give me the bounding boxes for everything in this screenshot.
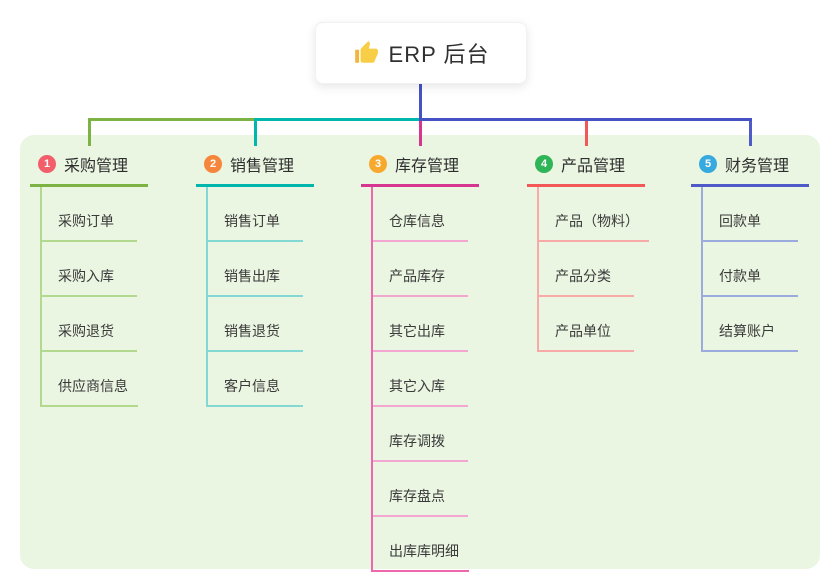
child-node[interactable]: 出库库明细 (371, 517, 469, 572)
mindmap-panel (20, 135, 820, 569)
child-label: 其它入库 (389, 378, 445, 394)
child-label: 采购入库 (58, 268, 114, 284)
child-node[interactable]: 供应商信息 (40, 352, 138, 407)
child-label: 付款单 (719, 268, 761, 284)
child-node[interactable]: 仓库信息 (371, 187, 468, 242)
root-title: ERP 后台 (388, 42, 490, 67)
branch-header[interactable]: 1 采购管理 (30, 148, 148, 187)
child-label: 客户信息 (224, 378, 280, 394)
child-label: 销售出库 (224, 268, 280, 284)
branch-header[interactable]: 3 库存管理 (361, 148, 479, 187)
child-node[interactable]: 采购入库 (40, 242, 137, 297)
child-label: 产品分类 (555, 268, 611, 284)
branch-drop-5 (749, 121, 752, 146)
child-label: 库存盘点 (389, 488, 445, 504)
child-node[interactable]: 库存盘点 (371, 462, 468, 517)
child-label: 销售退货 (224, 323, 280, 339)
branch-children: 销售订单 销售出库 销售退货 客户信息 (196, 187, 346, 407)
branch-trunk-line (371, 187, 373, 572)
branch-title: 财务管理 (725, 158, 790, 175)
branch-trunk-line (537, 187, 539, 352)
branch-header[interactable]: 2 销售管理 (196, 148, 314, 187)
child-label: 结算账户 (719, 323, 775, 339)
branch-drop-1 (88, 121, 91, 146)
child-node[interactable]: 库存调拨 (371, 407, 468, 462)
child-label: 销售订单 (224, 213, 280, 229)
child-node[interactable]: 结算账户 (701, 297, 798, 352)
child-node[interactable]: 采购订单 (40, 187, 137, 242)
branch-1: 1 采购管理 采购订单 采购入库 采购退货 供应商信息 (30, 148, 180, 407)
child-label: 供应商信息 (58, 378, 128, 394)
child-node[interactable]: 客户信息 (206, 352, 303, 407)
root-connector-line (419, 82, 422, 121)
branch-number-badge: 1 (38, 155, 56, 173)
child-node[interactable]: 产品库存 (371, 242, 468, 297)
branch-number-badge: 3 (369, 155, 387, 173)
child-node[interactable]: 采购退货 (40, 297, 137, 352)
branch-children: 仓库信息 产品库存 其它出库 其它入库 库存调拨 库存盘点 出库库明细 (361, 187, 511, 572)
branch-number-badge: 2 (204, 155, 222, 173)
child-node[interactable]: 销售退货 (206, 297, 303, 352)
child-node[interactable]: 其它出库 (371, 297, 468, 352)
child-label: 其它出库 (389, 323, 445, 339)
branch-children: 产品（物料） 产品分类 产品单位 (527, 187, 677, 352)
branch-trunk-line (40, 187, 42, 407)
bus-segment-3 (419, 118, 752, 121)
child-node[interactable]: 产品分类 (537, 242, 634, 297)
branch-title: 产品管理 (561, 158, 626, 175)
branch-header[interactable]: 5 财务管理 (691, 148, 809, 187)
child-node[interactable]: 产品单位 (537, 297, 634, 352)
branch-drop-2 (254, 121, 257, 146)
branch-drop-4 (585, 121, 588, 146)
root-node[interactable]: ERP 后台 (315, 22, 527, 84)
child-node[interactable]: 回款单 (701, 187, 798, 242)
branch-title: 采购管理 (64, 158, 129, 175)
branch-drop-3 (419, 121, 422, 146)
child-node[interactable]: 销售出库 (206, 242, 303, 297)
branch-header[interactable]: 4 产品管理 (527, 148, 645, 187)
child-node[interactable]: 产品（物料） (537, 187, 649, 242)
branch-title: 库存管理 (395, 158, 460, 175)
child-label: 出库库明细 (389, 543, 459, 559)
child-node[interactable]: 销售订单 (206, 187, 303, 242)
child-node[interactable]: 其它入库 (371, 352, 468, 407)
branch-title: 销售管理 (230, 158, 295, 175)
child-label: 产品（物料） (555, 213, 639, 229)
branch-children: 回款单 付款单 结算账户 (691, 187, 839, 352)
branch-3: 3 库存管理 仓库信息 产品库存 其它出库 其它入库 库存调拨 库存盘点 出库库… (361, 148, 511, 572)
child-label: 产品库存 (389, 268, 445, 284)
child-label: 仓库信息 (389, 213, 445, 229)
bus-segment-1 (88, 118, 256, 121)
branch-trunk-line (206, 187, 208, 407)
branch-number-badge: 4 (535, 155, 553, 173)
branch-2: 2 销售管理 销售订单 销售出库 销售退货 客户信息 (196, 148, 346, 407)
child-label: 采购退货 (58, 323, 114, 339)
branch-5: 5 财务管理 回款单 付款单 结算账户 (691, 148, 839, 352)
child-label: 回款单 (719, 213, 761, 229)
child-label: 库存调拨 (389, 433, 445, 449)
branch-number-badge: 5 (699, 155, 717, 173)
thumbs-up-icon (353, 40, 379, 66)
branch-4: 4 产品管理 产品（物料） 产品分类 产品单位 (527, 148, 677, 352)
child-label: 采购订单 (58, 213, 114, 229)
bus-segment-2 (254, 118, 421, 121)
child-node[interactable]: 付款单 (701, 242, 798, 297)
branch-trunk-line (701, 187, 703, 352)
branch-children: 采购订单 采购入库 采购退货 供应商信息 (30, 187, 180, 407)
child-label: 产品单位 (555, 323, 611, 339)
